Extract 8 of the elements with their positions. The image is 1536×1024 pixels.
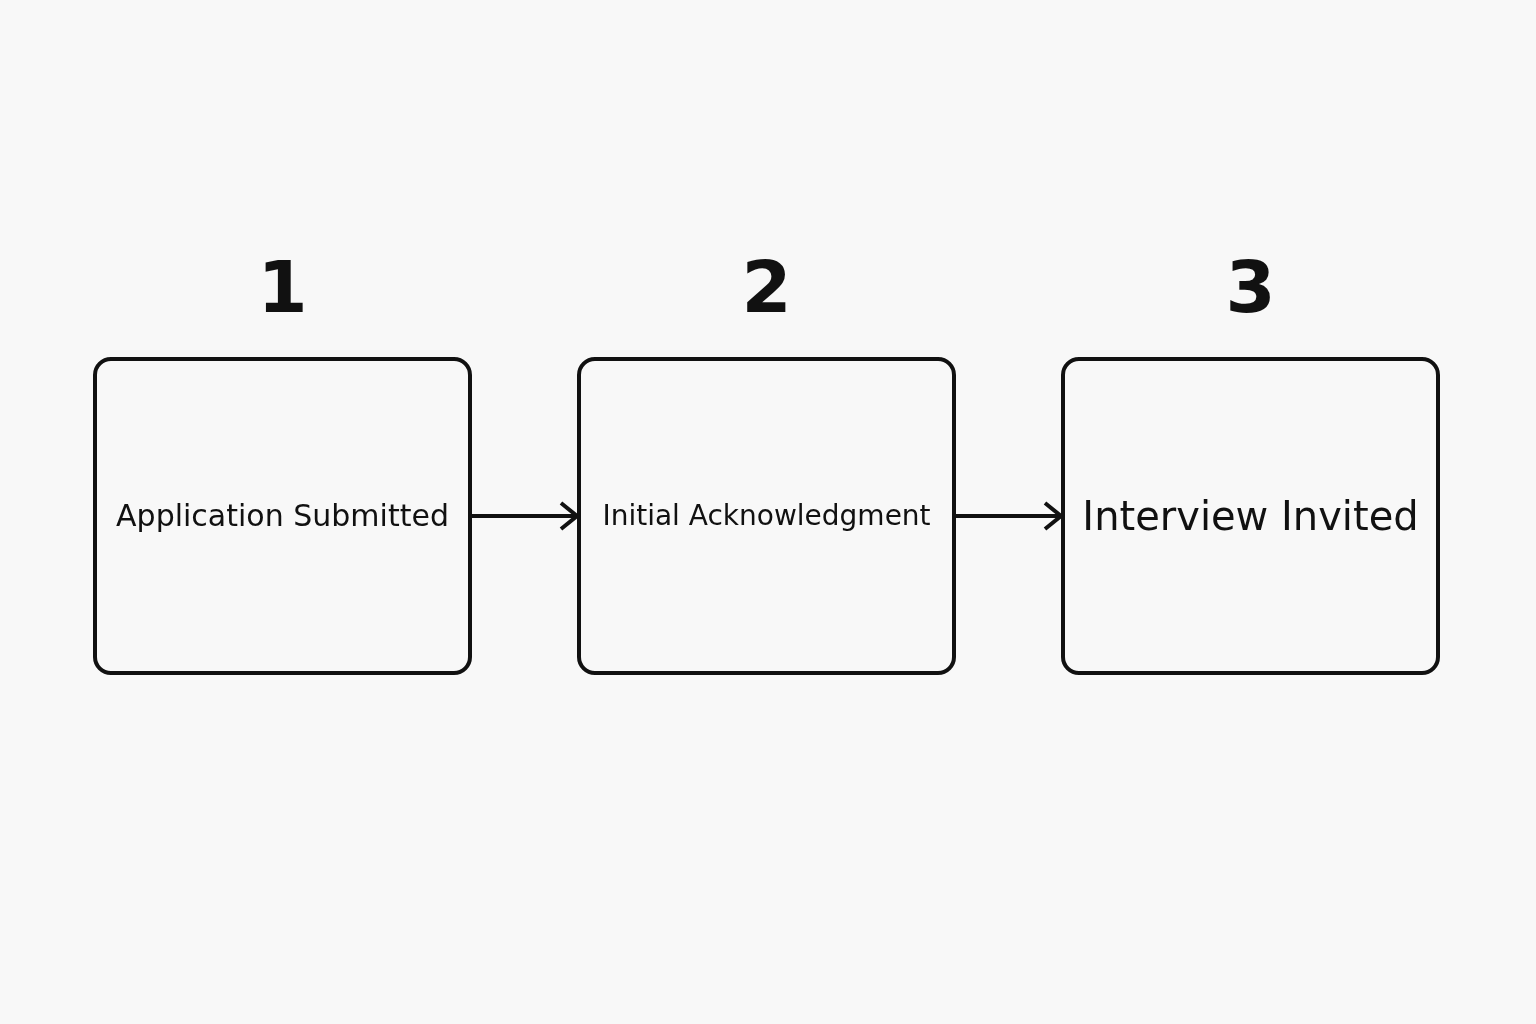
arrow (472, 501, 579, 531)
arrow (956, 501, 1063, 531)
step-label: Application Submitted (115, 497, 450, 535)
step-number: 3 (1224, 247, 1277, 327)
step-label: Initial Acknowledgment (601, 498, 932, 534)
step-number: 1 (256, 247, 309, 327)
step-number: 2 (740, 247, 793, 327)
step-label: Interview Invited (1081, 492, 1420, 541)
